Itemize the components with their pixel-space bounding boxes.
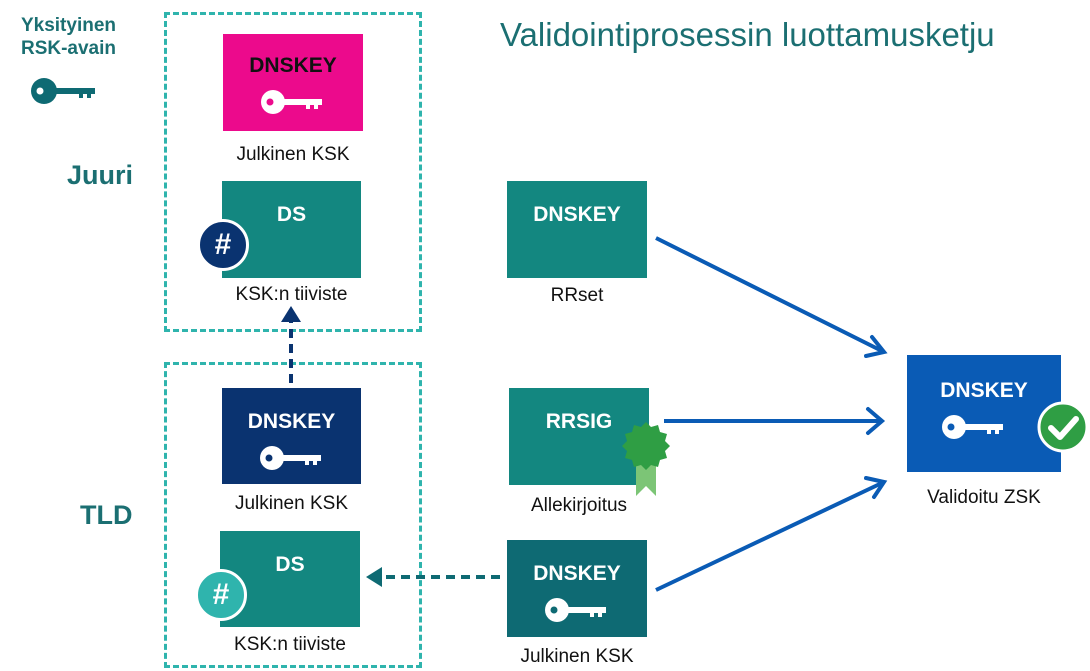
tld-dnskey-caption: Julkinen KSK (234, 493, 348, 514)
arrow-tld-to-root-ds (281, 306, 301, 383)
root-dnskey-caption: Julkinen KSK (236, 144, 350, 165)
arrow-rrset-to-zsk (655, 236, 888, 358)
hash-icon: # (195, 569, 247, 621)
diagram-title: Validointiprosessin luottamusketju (500, 16, 995, 53)
key-icon (942, 415, 1003, 439)
private-key-label: Yksityinen RSK-avain (6, 14, 131, 60)
root-ds-label: DS (276, 203, 307, 226)
rrsig-label: RRSIG (545, 410, 613, 433)
root-ds-caption: KSK:n tiiviste (235, 284, 348, 305)
private-key-label-line1: Yksityinen (20, 15, 117, 36)
root-dnskey-label: DNSKEY (249, 54, 337, 77)
middle-ksk-label: DNSKEY (533, 562, 621, 585)
rrset-caption: RRset (550, 285, 604, 306)
tld-ds-caption: KSK:n tiiviste (234, 634, 346, 655)
middle-ksk-caption: Julkinen KSK (520, 646, 634, 667)
tld-dnskey-box: DNSKEY (222, 388, 361, 484)
rrsig-caption: Allekirjoitus (530, 495, 628, 516)
hash-icon: # (197, 219, 249, 271)
rrset-dnskey-box: DNSKEY (507, 181, 647, 278)
tld-ds-label: DS (275, 553, 305, 576)
rrset-dnskey-label: DNSKEY (533, 203, 621, 226)
arrow-ksk-to-zsk (655, 476, 888, 592)
validated-zsk-caption: Validoitu ZSK (927, 487, 1041, 508)
private-key-label-line2: RSK-avain (20, 38, 117, 59)
level-tld-label: TLD (80, 500, 133, 530)
arrow-rrsig-to-zsk (664, 407, 886, 435)
tld-dnskey-label: DNSKEY (247, 410, 336, 433)
key-icon (261, 90, 322, 114)
rrsig-box: RRSIG (509, 388, 649, 485)
arrow-ksk-to-tld-ds (366, 567, 500, 587)
check-icon (1037, 401, 1089, 453)
root-dnskey-box: DNSKEY (223, 34, 363, 131)
key-icon (545, 598, 606, 622)
level-root-label: Juuri (67, 160, 134, 190)
middle-ksk-box: DNSKEY (507, 540, 647, 637)
root-ds-box: DS (222, 181, 361, 278)
seal-ribbon-icon (622, 422, 670, 496)
validated-zsk-label: DNSKEY (940, 379, 1028, 402)
key-icon (259, 446, 321, 470)
validated-zsk-box: DNSKEY (907, 355, 1061, 472)
tld-ds-box: DS (220, 531, 360, 627)
private-key-icon (31, 78, 95, 104)
